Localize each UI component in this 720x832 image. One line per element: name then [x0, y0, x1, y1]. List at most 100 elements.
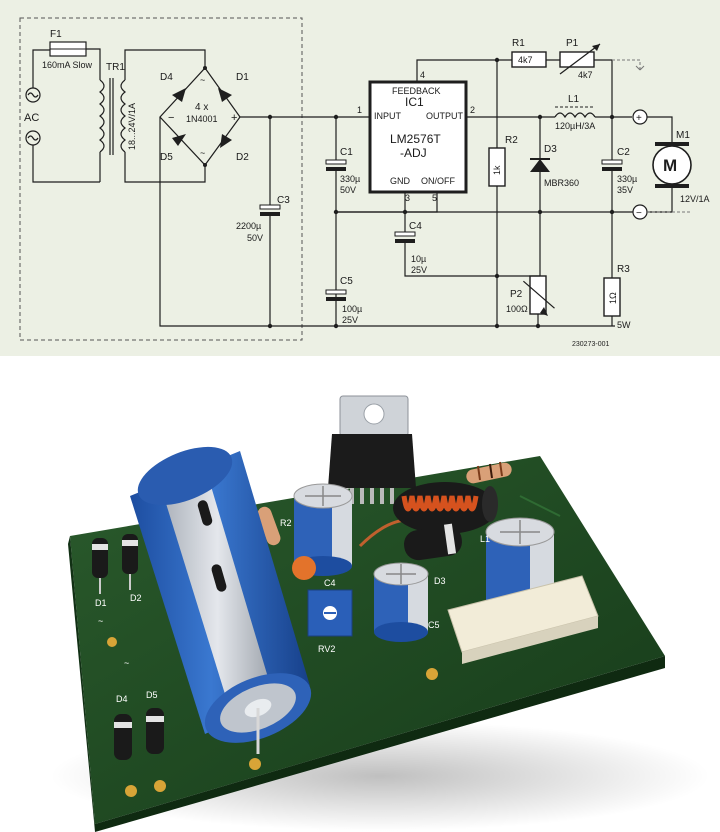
- c3-value: 2200µ: [236, 221, 261, 231]
- schematic-code: 230273-001: [572, 341, 609, 348]
- c3-ref: C3: [277, 195, 290, 206]
- d3-ref: D3: [544, 144, 557, 155]
- capacitor-c3: [130, 446, 312, 754]
- silk-r2: R2: [280, 518, 292, 528]
- ic-pin3: 3: [405, 193, 410, 203]
- r2-value: 1k: [492, 165, 502, 175]
- c2-value: 330µ: [617, 174, 637, 184]
- r2-ref: R2: [505, 135, 518, 146]
- capacitor-c4: [292, 556, 316, 580]
- silk-tilde-1: ~: [98, 616, 103, 626]
- ic-input-label: INPUT: [374, 111, 402, 121]
- svg-text:~: ~: [200, 75, 205, 85]
- c2-voltage: 35V: [617, 185, 633, 195]
- c5-voltage: 25V: [342, 315, 358, 325]
- silk-tilde-2: ~: [124, 658, 129, 668]
- fuse-value: 160mA Slow: [42, 60, 93, 70]
- ac-wave-icon: [27, 92, 39, 98]
- enclosure-dashed-box: [19, 17, 303, 341]
- ic-part-line2: -ADJ: [400, 146, 427, 160]
- diode-d3: [404, 523, 462, 561]
- inductor-l1: [393, 482, 498, 534]
- silk-d4: D4: [116, 694, 128, 704]
- silk-d3: D3: [434, 576, 446, 586]
- ic-pin1: 1: [357, 105, 362, 115]
- c4-voltage: 25V: [411, 265, 427, 275]
- bridge-part: 1N4001: [186, 114, 218, 124]
- ic-part-line1: LM2576T: [390, 132, 441, 146]
- bridge-minus: −: [168, 112, 174, 124]
- capacitor-c5: [373, 562, 429, 642]
- ic1-lm2576: [368, 80, 468, 194]
- ic-feedback-label: FEEDBACK: [392, 86, 441, 96]
- svg-text:~: ~: [200, 148, 205, 158]
- c2-ref: C2: [617, 147, 630, 158]
- transformer-secondary: [120, 79, 126, 153]
- resistor-r1: [466, 461, 512, 484]
- l1-value: 120µH/3A: [555, 121, 595, 131]
- c1-ref: C1: [340, 147, 353, 158]
- d2-label: D2: [236, 152, 249, 163]
- transformer-ref: TR1: [106, 62, 125, 73]
- resistor-r2: [257, 506, 281, 546]
- diode-d5: [146, 708, 164, 754]
- r3-value: 1Ω: [608, 292, 618, 304]
- pcb-render-panel: D1 D2 D4 D5 R2 C4 C5 D3 L1 RV2 ~ ~: [0, 356, 720, 832]
- pad: [249, 758, 261, 770]
- resistor-r3: [447, 575, 599, 664]
- r1-ref: R1: [512, 38, 525, 49]
- bridge-rectifier: ~ ~: [159, 66, 241, 167]
- c1-value: 330µ: [340, 174, 360, 184]
- motor-value: 12V/1A: [680, 194, 710, 204]
- d4-label: D4: [160, 72, 173, 83]
- p2-value: 100Ω: [506, 304, 528, 314]
- ac-wave-icon: [27, 135, 39, 141]
- regulator-to220: [328, 395, 416, 504]
- diode-d2: [122, 534, 138, 590]
- schematic-diagram: AC F1 160mA Slow TR1 18...24V/1A ~ ~ D4 …: [19, 17, 710, 348]
- c4-value: 10µ: [411, 254, 426, 264]
- bridge-plus: +: [231, 112, 237, 124]
- ac-label: AC: [24, 112, 39, 124]
- silk-d5: D5: [146, 690, 158, 700]
- silk-c5: C5: [428, 620, 440, 630]
- ground-rail: [159, 117, 615, 327]
- ic-pin2: 2: [470, 105, 475, 115]
- motor-minus: −: [636, 208, 642, 219]
- silk-c4: C4: [324, 578, 336, 588]
- diode-d1: [92, 538, 108, 594]
- silk-d2: D2: [130, 593, 142, 603]
- pad: [125, 785, 137, 797]
- c4-ref: C4: [409, 221, 422, 232]
- transformer-primary: [99, 79, 105, 153]
- ic-gnd-label: GND: [390, 176, 411, 186]
- ic-ref: IC1: [405, 95, 424, 109]
- ac-wires: [32, 49, 100, 183]
- r3-power: 5W: [617, 320, 631, 330]
- r3-ref: R3: [617, 264, 630, 275]
- bridge-count: 4 x: [195, 102, 208, 113]
- d3-value: MBR360: [544, 178, 579, 188]
- p2-ref: P2: [510, 289, 523, 300]
- trimmer-rv2: [307, 589, 353, 637]
- schematic-panel: AC F1 160mA Slow TR1 18...24V/1A ~ ~ D4 …: [0, 0, 720, 356]
- ic-pin4: 4: [420, 70, 425, 80]
- diode-d4: [114, 714, 132, 760]
- l1-inductor: [554, 112, 596, 119]
- r1-value: 4k7: [518, 55, 533, 65]
- ic-pin5: 5: [432, 193, 437, 203]
- d5-label: D5: [160, 152, 173, 163]
- silk-rv2: RV2: [318, 644, 335, 654]
- ic-output-label: OUTPUT: [426, 111, 464, 121]
- silk-d1: D1: [95, 598, 107, 608]
- motor-ref: M1: [676, 130, 690, 141]
- c5-value: 100µ: [342, 304, 362, 314]
- silk-l1: L1: [480, 534, 490, 544]
- pcb-render: D1 D2 D4 D5 R2 C4 C5 D3 L1 RV2 ~ ~: [50, 395, 710, 832]
- c1-voltage: 50V: [340, 185, 356, 195]
- p1-potentiometer: [559, 51, 595, 68]
- p1-ref: P1: [566, 38, 579, 49]
- d1-label: D1: [236, 72, 249, 83]
- transformer-value: 18...24V/1A: [127, 103, 137, 150]
- motor-plus: +: [636, 113, 642, 124]
